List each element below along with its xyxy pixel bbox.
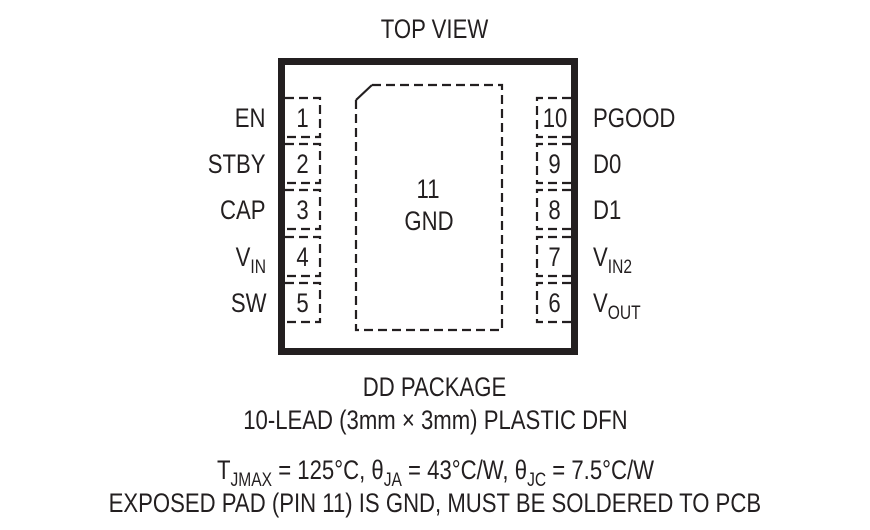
pin-4-pad (285, 235, 322, 278)
pin-label-en: EN (235, 103, 266, 133)
package-description: 10-LEAD (3mm × 3mm) PLASTIC DFN (242, 405, 628, 435)
pin-label-stby: STBY (208, 149, 266, 179)
pin-number-5: 5 (296, 288, 310, 318)
pin-label-d0: D0 (593, 149, 622, 179)
exposed-pad-outline (354, 83, 504, 332)
pin-label-vout: VOUT (593, 288, 641, 324)
pin-label-vin2: VIN2 (593, 242, 633, 278)
pin-number-10: 10 (542, 103, 568, 133)
package-outline (278, 58, 578, 355)
pin-number-9: 9 (548, 149, 562, 179)
pin-2-pad (285, 142, 322, 185)
pin-number-7: 7 (548, 242, 562, 272)
pin-3-pad (285, 188, 322, 231)
pin1-chamfer-mark (355, 84, 373, 101)
diagram-title: TOP VIEW (0, 14, 870, 45)
pin-number-8: 8 (548, 195, 562, 225)
pin-8-pad (535, 188, 571, 231)
pin-number-1: 1 (296, 103, 310, 133)
pin-label-pgood: PGOOD (593, 103, 676, 133)
exposed-pad-note: EXPOSED PAD (PIN 11) IS GND, MUST BE SOL… (108, 488, 762, 518)
pin-9-pad (535, 142, 571, 185)
exposed-pad-name: GND (403, 206, 454, 236)
pin-number-4: 4 (296, 242, 310, 272)
pin-number-6: 6 (548, 288, 562, 318)
pin-6-pad (535, 281, 571, 324)
pin-5-pad (285, 281, 322, 324)
exposed-pad-number: 11 (417, 174, 440, 204)
package-name: DD PACKAGE (363, 372, 507, 402)
pin-label-cap: CAP (220, 195, 266, 225)
pin-1-pad (285, 96, 322, 139)
pin-number-3: 3 (296, 195, 310, 225)
pin-label-d1: D1 (593, 195, 622, 225)
pin-7-pad (535, 235, 571, 278)
title-text: TOP VIEW (381, 14, 489, 44)
pin-number-2: 2 (296, 149, 310, 179)
pin-label-sw: SW (230, 288, 266, 318)
pin-10-pad (535, 96, 571, 139)
pin-label-vin: VIN (235, 242, 266, 278)
thermal-specs: TJMAX = 125°C, θJA = 43°C/W, θJC = 7.5°C… (216, 455, 654, 491)
